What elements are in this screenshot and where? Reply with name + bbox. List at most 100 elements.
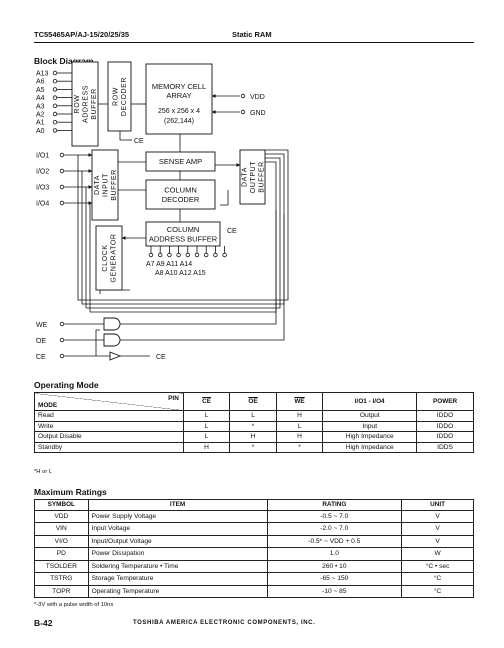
row-address-buffer-label: ADDRESS <box>82 85 89 123</box>
pin-terminal <box>203 252 209 258</box>
address-pin-label: A2 <box>36 112 45 119</box>
ratings-cell: V <box>401 509 474 524</box>
operating-mode-cell: Input <box>322 420 418 433</box>
operating-mode-cell: L <box>229 410 277 422</box>
ratings-cell: °C <box>401 584 474 599</box>
ratings-cell: PD <box>34 547 89 561</box>
address-pin-label: A1 <box>36 120 45 127</box>
data-input-buffer-label: BUFFER <box>111 169 118 201</box>
pin-terminal <box>240 93 246 99</box>
memory-cell-size: 256 x 256 x 4 <box>158 108 200 115</box>
operating-mode-cell: IDDS <box>416 441 474 454</box>
ratings-cell: Input/Output Voltage <box>87 534 268 549</box>
row-decoder-label: DECODER <box>121 77 128 116</box>
io-pin-label: I/O3 <box>36 185 49 192</box>
ratings-cell: 1.0 <box>266 547 403 561</box>
pin-terminal <box>59 200 65 206</box>
pin-terminal <box>59 152 65 158</box>
operating-mode-cell: Write <box>34 420 184 433</box>
mode-label: MODE <box>38 402 58 409</box>
operating-mode-column-header: WE <box>275 392 324 411</box>
data-input-buffer <box>91 149 119 221</box>
io-pin-label: I/O1 <box>36 153 49 160</box>
and-gate-we <box>103 317 121 331</box>
operating-mode-column-header: OE <box>229 392 277 411</box>
pin-terminal <box>52 111 58 117</box>
operating-mode-cell: H <box>275 431 324 443</box>
vdd-label: VDD <box>250 94 265 101</box>
column-pins-row1: A7 A9 A11 A14 <box>146 261 192 268</box>
clock-generator <box>95 225 123 291</box>
pin-terminal <box>52 103 58 108</box>
ratings-cell: 260 • 10 <box>266 559 403 574</box>
operating-mode-column-header: I/O1 - I/O4 <box>322 392 418 411</box>
ce-to-gate <box>95 329 100 356</box>
pin-terminal <box>59 353 65 359</box>
operating-mode-cell: L <box>275 420 324 433</box>
ratings-cell: VI/O <box>34 534 89 549</box>
row-decoder-label: ROW <box>113 87 120 106</box>
ce-output-pin-label: CE <box>156 354 166 361</box>
ratings-cell: -0.5 ~ 7.0 <box>266 509 403 524</box>
pin-terminal <box>52 78 58 84</box>
io-loop <box>85 157 281 309</box>
column-pins-row2: A8 A10 A12 A15 <box>155 270 206 277</box>
operating-mode-cell: Output <box>322 410 418 422</box>
row-address-buffer-label: ROW <box>74 95 81 114</box>
ratings-cell: Power Supply Voltage <box>87 509 268 524</box>
sense-amp <box>145 151 216 172</box>
operating-mode-column-header: POWER <box>416 392 474 411</box>
operating-mode-cell: Output Disable <box>34 431 184 443</box>
io-pin-label: I/O2 <box>36 169 49 176</box>
pin-terminal <box>59 321 65 327</box>
ratings-cell: TSOLDER <box>34 559 89 574</box>
pin-terminal <box>176 252 181 258</box>
operating-mode-cell: L <box>182 420 231 433</box>
row-address-buffer-label: BUFFER <box>91 88 98 120</box>
gnd-label: GND <box>250 110 266 117</box>
ratings-cell: °C <box>401 572 474 586</box>
column-decoder <box>145 179 216 210</box>
ratings-cell: V <box>401 534 474 549</box>
operating-mode-cell: H <box>182 441 231 454</box>
operating-mode-cell: IDDO <box>416 420 474 433</box>
ratings-cell: VIN <box>34 522 89 536</box>
operating-mode-cell: L <box>182 431 231 443</box>
pin-terminal <box>52 128 58 133</box>
pin-terminal <box>52 87 58 92</box>
operating-mode-cell: High Impedance <box>322 441 418 454</box>
ratings-cell: -65 ~ 150 <box>266 572 403 586</box>
block-diagram: A13A6A5A4A3A2A1A0I/O1I/O2I/O3I/O4WEOECE … <box>36 61 289 361</box>
address-pin-label: A3 <box>36 103 45 110</box>
ce-pin-label: CE <box>36 354 46 361</box>
we-control-line <box>120 210 277 325</box>
pin-terminal <box>213 252 218 258</box>
ratings-cell: TSTRG <box>34 572 89 586</box>
pin-terminal <box>240 109 246 115</box>
ratings-cell: Soldering Temperature • Time <box>87 559 268 574</box>
column-address-buffer <box>145 221 221 247</box>
pin-terminal <box>148 252 154 258</box>
operating-mode-cell: Read <box>34 410 184 422</box>
ratings-cell: -0.5* ~ VDD + 0.5 <box>266 534 403 549</box>
operating-mode-cell: High Impedance <box>322 431 418 443</box>
pin-terminal <box>59 168 65 174</box>
page-header-title: Static RAM <box>232 30 272 39</box>
ratings-column-header: ITEM <box>87 499 268 511</box>
oe-pin-label: OE <box>36 338 46 345</box>
ratings-cell: Storage Temperature <box>87 572 268 586</box>
operating-mode-cell: IDDO <box>416 410 474 422</box>
memory-cell-bits: (262,144) <box>164 118 194 125</box>
operating-mode-cell: * <box>275 441 324 454</box>
ratings-cell: -10 ~ 85 <box>266 584 403 599</box>
part-number: TC55465AP/AJ-15/20/25/35 <box>34 30 130 39</box>
